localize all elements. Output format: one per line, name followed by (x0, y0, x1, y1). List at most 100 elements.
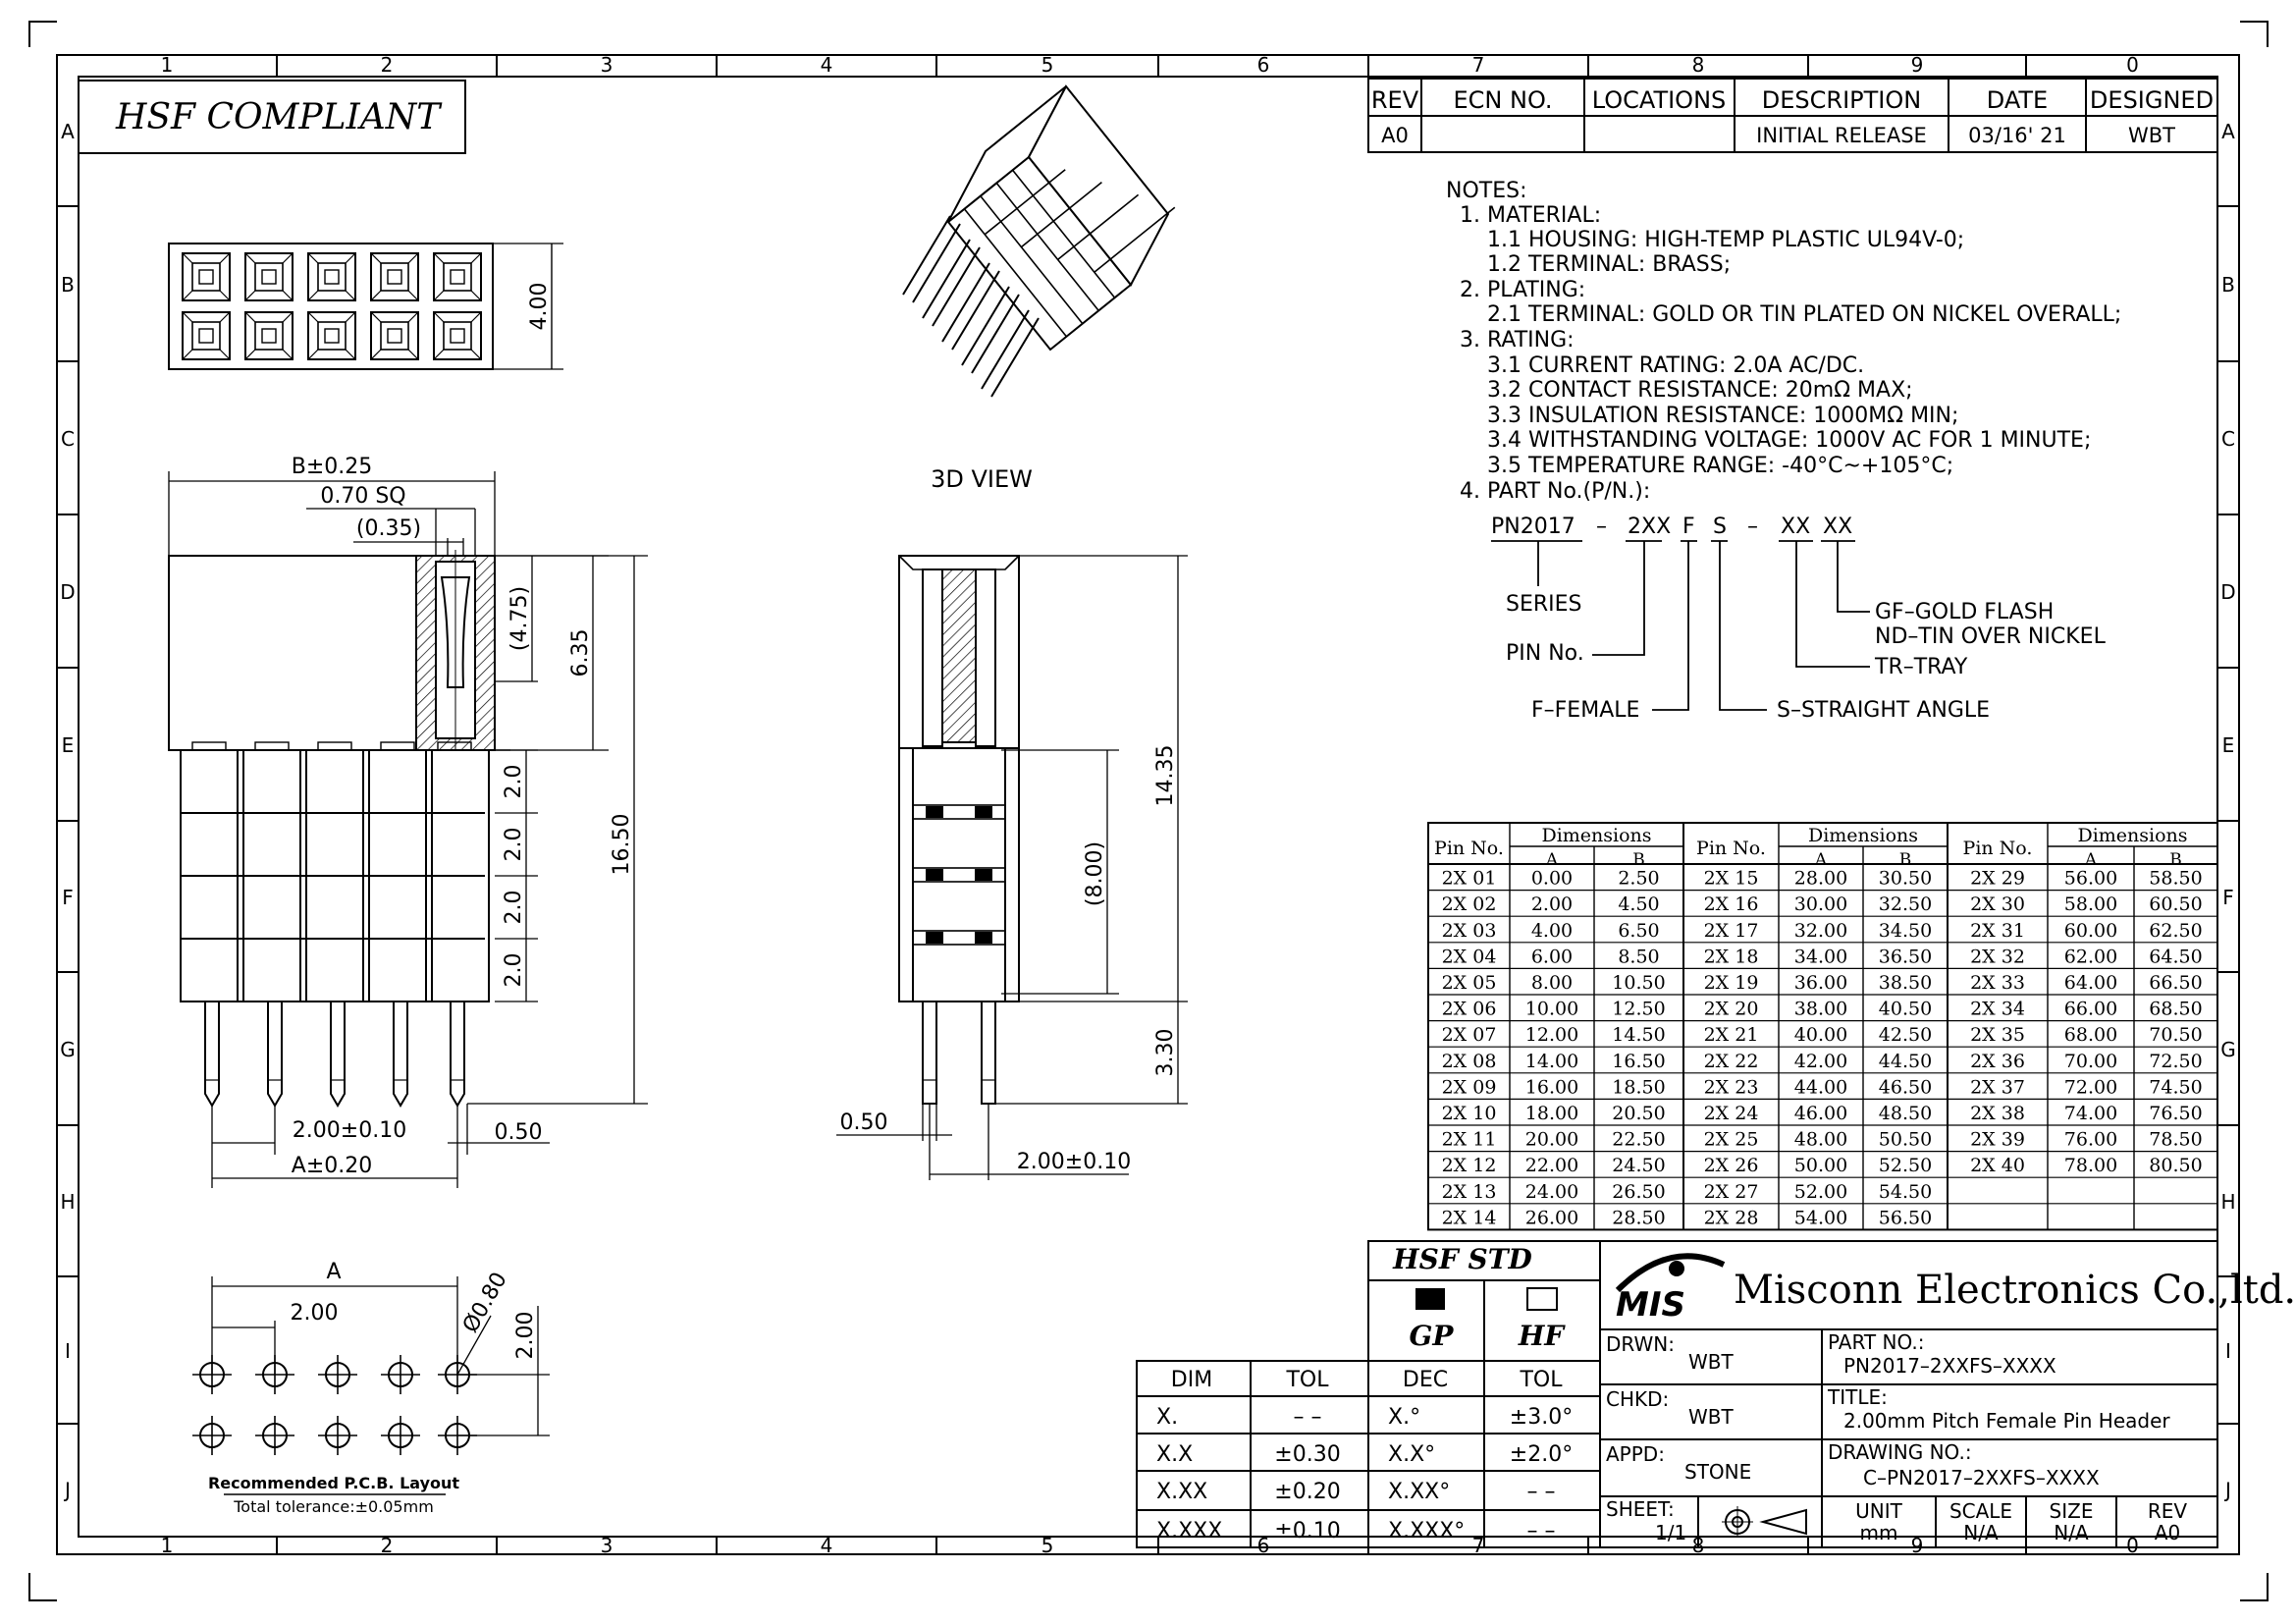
dim-pcb-hole: Ø0.80 (458, 1269, 512, 1337)
note-line: 3.5 TEMPERATURE RANGE: -40°C~+105°C; (1487, 454, 1953, 478)
dim-table-cell: 70.50 (2149, 1024, 2202, 1046)
contact-cell-hole (450, 269, 465, 285)
sheet-label: SHEET: (1606, 1497, 1675, 1521)
gp-filled-square (1415, 1288, 1445, 1310)
contact-cell-edge (307, 349, 319, 360)
zone-row-label: H (2220, 1190, 2235, 1214)
contact-cell-edge (470, 290, 482, 301)
pn-token: XX (1823, 514, 1852, 539)
company-name: Misconn Electronics Co.,ltd. (1734, 1268, 2296, 1313)
pn-gold-flash-label: GF–GOLD FLASH (1875, 600, 2054, 624)
dim-table-cell: 30.00 (1794, 893, 1847, 915)
hf-label: HF (1518, 1320, 1566, 1352)
tolerance-cell: X.XXX° (1388, 1519, 1465, 1543)
part-no-value: PN2017–2XXFS–XXXX (1843, 1354, 2056, 1378)
tolerance-cell: X.X (1156, 1442, 1193, 1467)
pn-female-label: F–FEMALE (1531, 698, 1639, 723)
contact-cell-edge (345, 252, 356, 264)
dim-table-cell: 74.00 (2064, 1103, 2117, 1124)
contact-cell-edge (307, 290, 319, 301)
dim-pitch-tol: 2.00±0.10 (293, 1118, 406, 1143)
dim-pitch-b: 2.0 (502, 828, 526, 862)
dim-table-cell: 4.50 (1618, 893, 1659, 915)
dim-table-b-header: B (1899, 850, 1912, 870)
dim-table-a-header: A (1545, 850, 1559, 870)
zone-column-label: 6 (1257, 53, 1270, 77)
gp-label: GP (1410, 1320, 1455, 1352)
zone-row-label: J (2223, 1479, 2231, 1502)
tolerance-cell: X.XX° (1388, 1480, 1450, 1504)
sheet-border (28, 21, 2269, 1601)
dim-pitch-c: 2.0 (502, 891, 526, 925)
pn-tin-label: ND–TIN OVER NICKEL (1875, 624, 2107, 649)
unit-label: UNIT (1855, 1499, 1902, 1523)
dim-table-cell: 78.50 (2149, 1129, 2202, 1151)
dim-table-cell: 2X 38 (1970, 1103, 2025, 1124)
dim-table-dims-header: Dimensions (1808, 825, 1918, 846)
dim-table-dims-header: Dimensions (2077, 825, 2187, 846)
pn-token: 2XX (1628, 514, 1671, 539)
dim-ref-475: (4.75) (507, 586, 532, 651)
size-value: N/A (2054, 1521, 2089, 1544)
contact-cell-inner (191, 321, 221, 351)
side-band-fill (975, 806, 992, 818)
dim-table-cell: 60.00 (2064, 920, 2117, 942)
rev-value: A0 (1381, 124, 1409, 147)
dim-top-height: 4.00 (527, 283, 552, 331)
dim-pin-width: 0.50 (495, 1120, 543, 1145)
dim-table-cell: 2X 31 (1970, 920, 2025, 942)
contact-cell (433, 252, 482, 301)
dim-table-cell: 52.00 (1794, 1181, 1847, 1203)
dim-table-cell: 2X 18 (1704, 946, 1759, 967)
dim-table-cell: 42.00 (1794, 1051, 1847, 1072)
title-value: 2.00mm Pitch Female Pin Header (1843, 1409, 2170, 1433)
title-block: MIS Misconn Electronics Co.,ltd. DRWN: W… (1599, 1240, 2296, 1548)
contact-cell (370, 252, 419, 301)
pn-tray-label: TR–TRAY (1874, 655, 1968, 679)
dim-table-cell: 2X 30 (1970, 893, 2025, 915)
top-view: 4.00 (168, 243, 563, 370)
logo-text: MIS (1616, 1285, 1685, 1325)
dim-table-cell: 24.00 (1525, 1181, 1578, 1203)
contact-cell-inner (443, 262, 472, 292)
dim-table-cell: 64.00 (2064, 972, 2117, 994)
pin-housing-top (191, 741, 227, 751)
dim-table-cell: 2X 27 (1704, 1181, 1759, 1203)
dim-table-cell: 2X 02 (1442, 893, 1497, 915)
tolerance-cell: X.X° (1388, 1442, 1435, 1467)
contact-cell-inner (317, 321, 347, 351)
isometric-col-line (1020, 181, 1102, 248)
zone-row-label: J (63, 1479, 71, 1502)
scale-value: N/A (1963, 1521, 1999, 1544)
zone-column-label: 7 (1472, 53, 1485, 77)
dim-table-cell: 76.00 (2064, 1129, 2117, 1151)
dim-table-cell: 62.00 (2064, 946, 2117, 967)
zone-column-label: 7 (1472, 1534, 1485, 1557)
dim-table-cell: 20.00 (1525, 1129, 1578, 1151)
isometric-col-line (984, 169, 1066, 236)
note-line: 3.4 WITHSTANDING VOLTAGE: 1000V AC FOR 1… (1487, 428, 2091, 453)
dim-table-cell: 56.50 (1879, 1207, 1932, 1228)
contact-cell-edge (433, 311, 445, 323)
dim-table-cell: 2X 29 (1970, 868, 2025, 890)
zone-row-label: E (2222, 733, 2235, 757)
dim-table-cell: 2X 15 (1704, 868, 1759, 890)
dim-table-cell: 2X 16 (1704, 893, 1759, 915)
tolerance-cell: X.XXX (1156, 1519, 1222, 1543)
dim-pitch-d: 2.0 (502, 953, 526, 988)
zone-row-label: E (62, 733, 75, 757)
dim-table-cell: 80.50 (2149, 1155, 2202, 1176)
tolerance-cell: X.XX (1156, 1480, 1207, 1504)
contact-cell-edge (345, 349, 356, 360)
dim-1435: 14.35 (1153, 745, 1178, 807)
dim-table-cell: 0.00 (1531, 868, 1573, 890)
ecn-header: ECN NO. (1453, 86, 1552, 114)
dim-table-cell: 74.50 (2149, 1076, 2202, 1098)
dim-table-cell: 2X 25 (1704, 1129, 1759, 1151)
company-logo: MIS (1615, 1253, 1726, 1325)
revision-table: REV ECN NO. LOCATIONS DESCRIPTION DATE D… (1367, 78, 2218, 153)
contact-cell-edge (307, 252, 319, 264)
dim-table-dims-header: Dimensions (1541, 825, 1651, 846)
isometric-pin (922, 239, 971, 319)
isometric-col-line (1057, 193, 1140, 261)
